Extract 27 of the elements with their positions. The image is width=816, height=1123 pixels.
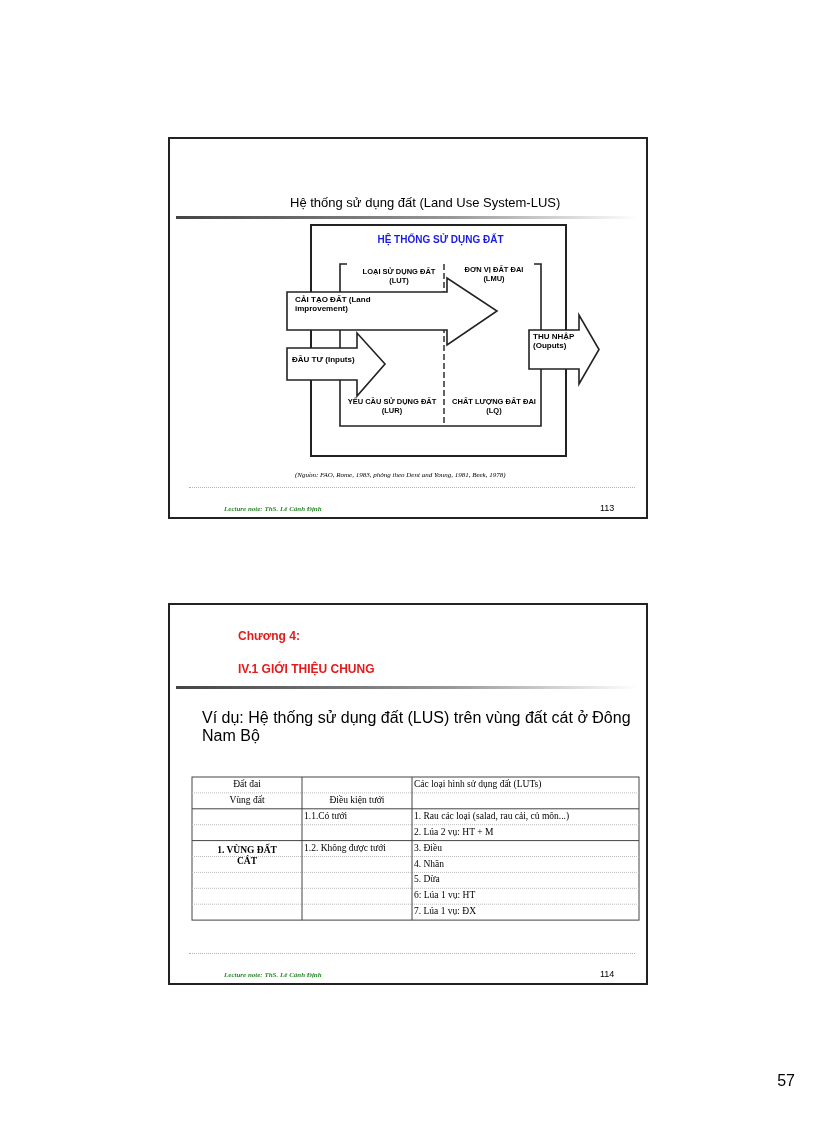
box-title: HỆ THỐNG SỬ DỤNG ĐẤT	[376, 234, 505, 246]
table-cell-text: 6: Lúa 1 vụ: HT	[414, 890, 477, 902]
table-cell-text: 7. Lúa 1 vụ: ĐX	[414, 906, 477, 918]
example-text: Ví dụ: Hệ thống sử dụng đất (LUS) trên vùng đất cát ở Đông Nam Bộ	[202, 709, 632, 746]
table-cell-text: 4. Nhãn	[414, 858, 446, 870]
slide-frame	[168, 603, 648, 985]
slide-number: 114	[600, 969, 616, 980]
arrow-label: THU NHẬP (Ouputs)	[533, 332, 576, 351]
slide-frame	[168, 137, 648, 519]
page-number: 57	[776, 1072, 795, 1091]
table-cell-text: Điều kiện tưới	[328, 794, 386, 806]
arrow-label: CẢI TẠO ĐẤT (Land improvement)	[295, 295, 372, 314]
table-cell-text: Các loại hình sử dụng đất (LUTs)	[414, 779, 543, 790]
table-cell-text: 5. Dừa	[414, 874, 441, 886]
table-cell-text: 3. Điều	[414, 842, 443, 854]
table-cell-text: 1. Rau các loại (salad, rau cải, củ môn...)	[414, 810, 571, 822]
slide-title: Hệ thống sử dụng đất (Land Use System-LUS)	[290, 196, 562, 211]
chapter-heading: Chương 4:	[238, 630, 301, 644]
table-cell-text: 1. VÙNG ĐẤT CÁT	[216, 844, 278, 867]
table-cell-text: 1.1.Có tưới	[304, 810, 349, 822]
table-cell-text: 2. Lúa 2 vụ: HT + M	[414, 826, 495, 838]
slide-number: 113	[600, 503, 616, 514]
section-heading: IV.1 GIỚI THIỆU CHUNG	[238, 663, 376, 677]
table-cell-text: Vùng đất	[228, 794, 266, 806]
arrow-label: ĐẦU TƯ (Inputs)	[292, 355, 356, 365]
table-cell-text: Đất đai	[232, 779, 262, 790]
table-cell-text: 1.2. Không được tưới	[304, 842, 387, 854]
